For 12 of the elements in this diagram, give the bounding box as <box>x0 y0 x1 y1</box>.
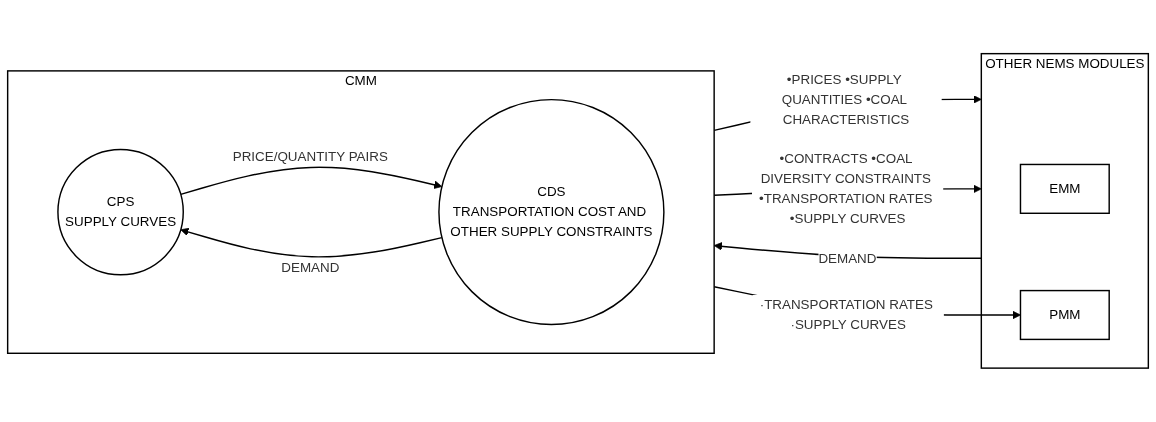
edge-label: •PRICES •SUPPLY QUANTITIES •COAL CHARACTERISTICS <box>781 71 910 128</box>
node-circle: CDS TRANSPORTATION COST AND OTHER SUPPLY CONSTRAINTS <box>438 99 665 326</box>
arrow <box>180 166 443 196</box>
edge-label: •CONTRACTS •COAL DIVERSITY CONSTRAINTS •TRANSPORTATION RATES •SUPPLY CURVES <box>759 150 933 227</box>
edge-label: PRICE/QUANTITY PAIRS <box>232 148 388 164</box>
edge-label: DEMAND <box>818 250 877 266</box>
edge-label: DEMAND <box>281 259 340 276</box>
node-box: PMM <box>1019 289 1110 341</box>
node-circle: CPS SUPPLY CURVES <box>57 148 184 276</box>
node-box: EMM <box>1019 163 1110 215</box>
edge-label: ·TRANSPORTATION RATES ·SUPPLY CURVES <box>759 296 933 333</box>
arrow <box>180 227 443 258</box>
